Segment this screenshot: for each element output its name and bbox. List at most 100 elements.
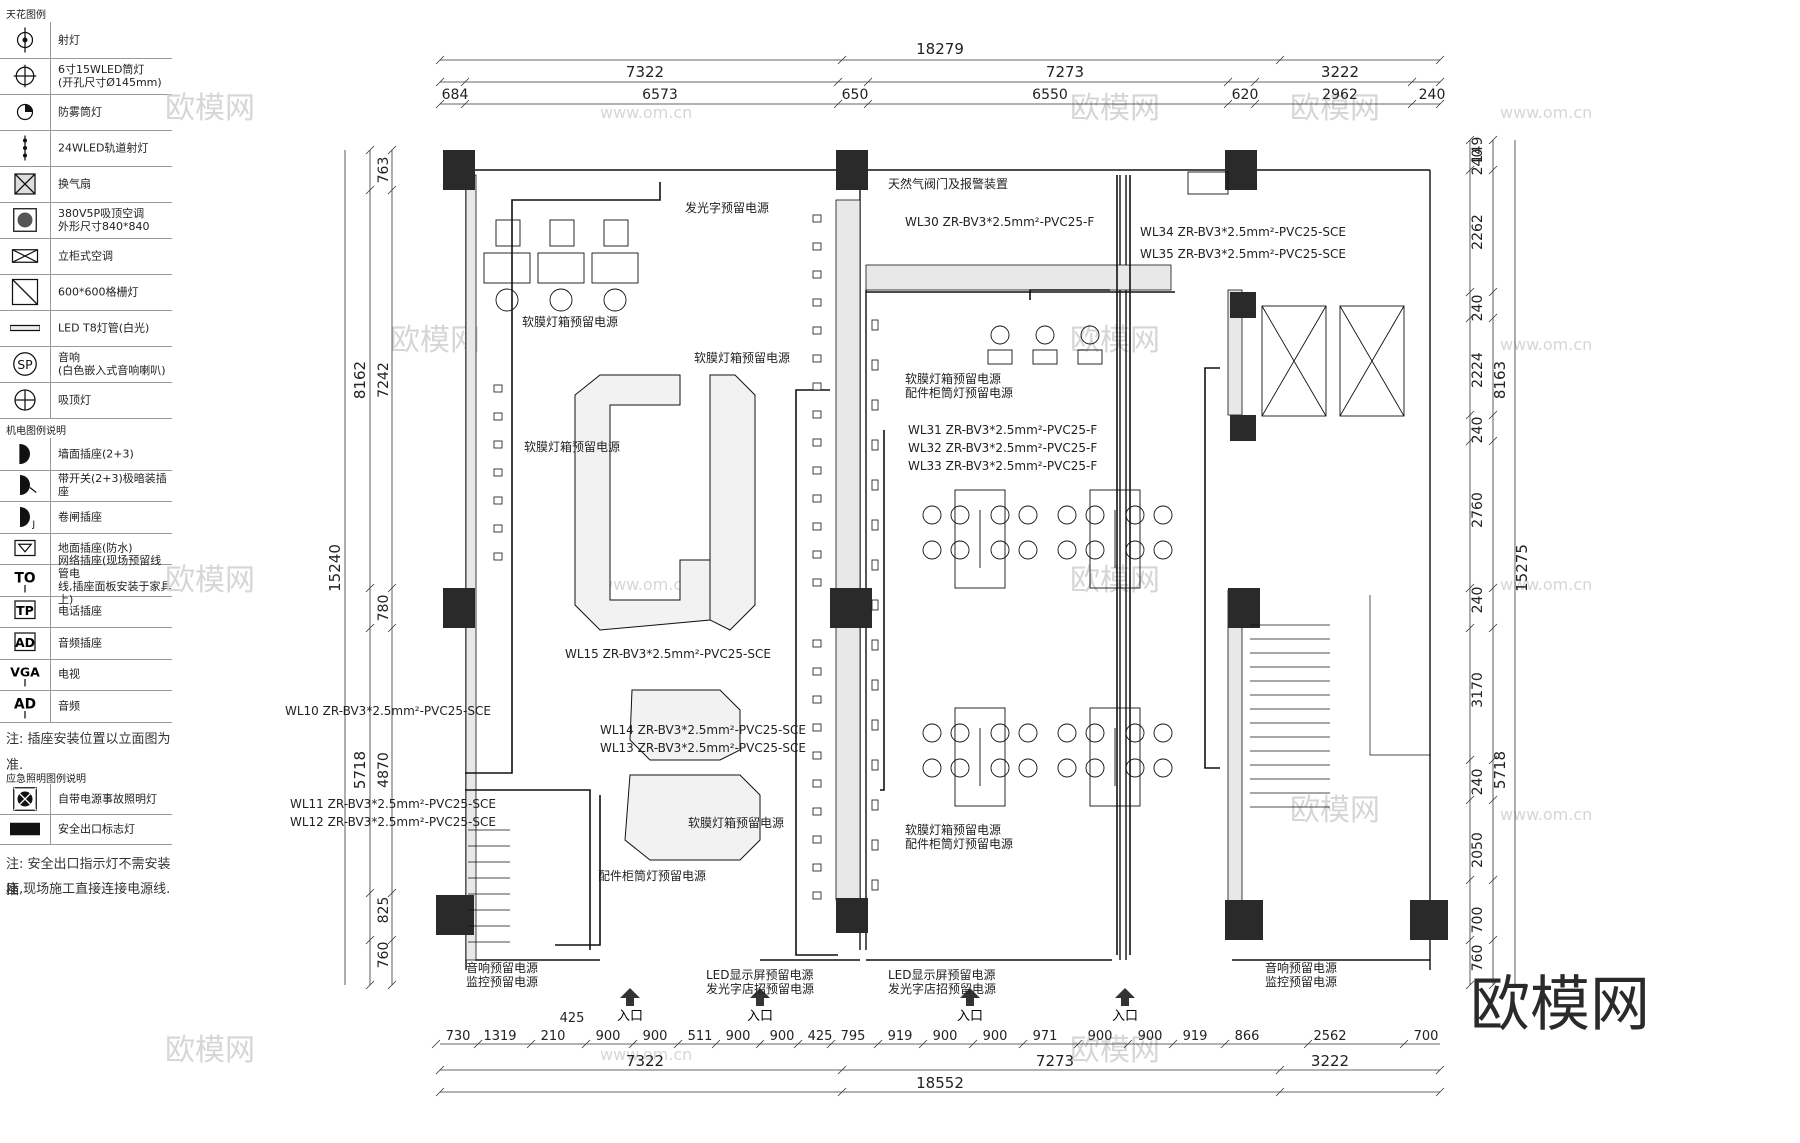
- dimension-label: 900: [933, 1029, 958, 1044]
- dimension-label: 730: [446, 1029, 471, 1044]
- entrances: 入口入口入口入口: [617, 988, 1138, 1024]
- dimension-label: 240: [1419, 87, 1446, 103]
- softfilm-power-label: 软膜灯箱预留电源: [522, 314, 618, 329]
- dimension-label: 2262: [1470, 214, 1486, 250]
- monitor-power-label-right: 监控预留电源: [1265, 975, 1337, 989]
- chair: [1085, 540, 1105, 560]
- wall-fixture: [871, 599, 879, 611]
- dimension-label: 8163: [1491, 361, 1509, 399]
- column: [1225, 150, 1257, 190]
- ceiling-lamp: [1035, 325, 1055, 345]
- legend-label: 电话插座: [58, 604, 102, 618]
- wl10-label: WL10 ZR-BV3*2.5mm²-PVC25-SCE: [285, 704, 491, 718]
- entrance-arrow-icon: [620, 988, 640, 1006]
- table: [1089, 707, 1141, 807]
- dimension-label: 7242: [376, 362, 392, 398]
- stairs: [468, 595, 1430, 943]
- audio-icon: AD: [0, 690, 51, 722]
- electrical-legend-title: 机电图例说明: [6, 426, 66, 437]
- legend-label: 安全出口标志灯: [58, 822, 135, 836]
- wall-fixture: [812, 891, 822, 900]
- chair: [990, 540, 1010, 560]
- wall-fixture: [812, 438, 822, 447]
- legend-row: 600*600格栅灯: [0, 274, 172, 311]
- wl33-label: WL33 ZR-BV3*2.5mm²-PVC25-F: [908, 459, 1097, 473]
- dimension-label: 760: [376, 942, 392, 969]
- softfilm-power-label-3: 软膜灯箱预留电源: [524, 439, 620, 454]
- dimension-label: 3170: [1470, 672, 1486, 708]
- legend-row: 安全出口标志灯: [0, 814, 172, 845]
- legend-row: 立柜式空调: [0, 238, 172, 275]
- wall-fixture: [871, 679, 879, 691]
- legend-label: 换气扇: [58, 177, 91, 191]
- wl32-label: WL32 ZR-BV3*2.5mm²-PVC25-F: [908, 441, 1097, 455]
- standing-ac-icon: [0, 238, 51, 274]
- cabinet-downlight-label-3: 配件柜筒灯预留电源: [598, 868, 706, 883]
- wall-fixture: [871, 439, 879, 451]
- dimension-label: 763: [376, 157, 392, 184]
- dimension-label: 240: [1470, 587, 1486, 614]
- watermark-brand: 欧模网: [165, 91, 255, 126]
- track-light-icon: [0, 130, 51, 166]
- legend-label: 防雾筒灯: [58, 105, 102, 119]
- led-tube-icon: [0, 310, 51, 346]
- ceiling-lamp: [1080, 325, 1100, 345]
- dimension-label: 425: [808, 1029, 833, 1044]
- table: [1089, 489, 1141, 589]
- dimension-label: 7273: [1036, 1052, 1074, 1070]
- entrance-label: 入口: [957, 1009, 983, 1024]
- ceiling-ac-icon: [0, 202, 51, 238]
- legend-row: 380V5P吸顶空调 外形尺寸840*840: [0, 202, 172, 239]
- wiring: [465, 175, 1220, 956]
- glow-store-label-2: 发光字店招预留电源: [888, 981, 996, 996]
- wl14-label: WL14 ZR-BV3*2.5mm²-PVC25-SCE: [600, 723, 806, 737]
- chair: [1153, 758, 1173, 778]
- wall-fixture: [812, 779, 822, 788]
- network-socket-icon: TO: [0, 564, 51, 596]
- audio-socket-icon: AD: [0, 627, 51, 659]
- wall-fixtures: [493, 214, 879, 900]
- watermark-url: www.om.cn: [600, 1045, 692, 1064]
- column: [1230, 415, 1256, 441]
- dimension-label: 866: [1235, 1029, 1260, 1044]
- watermark-url: www.om.cn: [1500, 335, 1592, 354]
- legend-label: 带开关(2+3)极暗装插座: [58, 472, 167, 499]
- table: [954, 489, 1006, 589]
- wall-fixture: [812, 578, 822, 587]
- led-screen-label-2: LED显示屏预留电源: [888, 968, 996, 982]
- watermark-url: www.om.cn: [1500, 103, 1592, 122]
- display-islands: [574, 374, 761, 861]
- wl34-label: WL34 ZR-BV3*2.5mm²-PVC25-SCE: [1140, 225, 1346, 239]
- wl35-label: WL35 ZR-BV3*2.5mm²-PVC25-SCE: [1140, 247, 1346, 261]
- dimension-label: 15240: [326, 544, 344, 592]
- dimension-label: 240: [1470, 417, 1486, 444]
- chair: [1125, 758, 1145, 778]
- chair: [950, 758, 970, 778]
- dimension-label: 650: [842, 87, 869, 103]
- legend-label: LED T8灯管(白光): [58, 321, 150, 335]
- watermark-brand: 欧模网: [165, 563, 255, 598]
- wl13-label: WL13 ZR-BV3*2.5mm²-PVC25-SCE: [600, 741, 806, 755]
- dimension-label: 700: [1470, 907, 1486, 934]
- gas-valve-label: 天然气阀门及报警装置: [888, 176, 1008, 191]
- chair: [1018, 540, 1038, 560]
- led-screen-label-1: LED显示屏预留电源: [706, 968, 814, 982]
- dimension-label: 971: [1033, 1029, 1058, 1044]
- chair: [1057, 505, 1077, 525]
- legend-label: 自带电源事故照明灯: [58, 792, 157, 806]
- wall-socket-icon: [0, 438, 51, 470]
- wall-fixture: [493, 496, 503, 505]
- legend-label: 6寸15WLED筒灯 (开孔尺寸Ø145mm): [58, 63, 162, 89]
- chair: [1125, 723, 1145, 743]
- column: [836, 150, 868, 190]
- wall-fixture: [812, 242, 822, 251]
- watermark-url: www.om.cn: [600, 103, 692, 122]
- ceiling-legend-title: 天花图例: [6, 10, 46, 21]
- softfilm-cabinet-label-2: 软膜灯箱预留电源: [905, 822, 1001, 837]
- dimension-label: 900: [726, 1029, 751, 1044]
- cabinet-downlight-label-1: 配件柜筒灯预留电源: [905, 385, 1013, 400]
